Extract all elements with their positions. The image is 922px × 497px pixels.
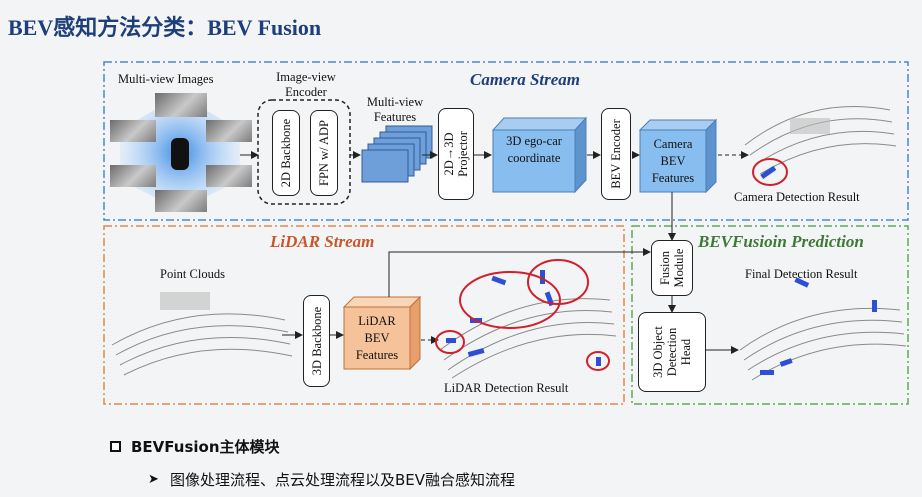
detection-head-label: 3D Object Detection Head [651, 326, 693, 378]
camera-stream-frame [103, 61, 909, 221]
ego-car-icon [171, 138, 189, 170]
fusion-module-box: Fusion Module [651, 240, 693, 296]
fpn-box: FPN w/ ADP [310, 110, 338, 196]
multi-view-images-label: Multi-view Images [118, 72, 214, 86]
lidar-bev-label: LiDAR BEV Features [355, 314, 399, 362]
highlight-circles [435, 158, 788, 371]
bullet-item: 图像处理流程、点云处理流程以及BEV融合感知流程 [170, 471, 516, 489]
camera-result-scan [744, 106, 897, 175]
bullet-arrow-icon: ➤ [148, 472, 159, 487]
camera-view-front [155, 93, 207, 117]
features-label: Multi-view Features [366, 95, 424, 124]
camera-view-right-1 [206, 120, 252, 142]
camera-stream-title: Camera Stream [470, 70, 581, 89]
bev-encoder-box: BEV Encoder [601, 108, 631, 200]
fpn-label: FPN w/ ADP [317, 120, 331, 186]
ego-car-label: 3D ego-car coordinate [506, 134, 562, 165]
backbone-3d-box: 3D Backbone [303, 295, 330, 387]
bullet-square [110, 441, 121, 452]
bullet-heading: BEVFusion主体模块 [131, 438, 280, 456]
fusion-module-label: Fusion Module [658, 248, 686, 288]
fusion-frame [631, 225, 909, 405]
point-clouds-label: Point Clouds [160, 267, 225, 281]
ego-car-cube [491, 116, 588, 194]
bev-encoder-label: BEV Encoder [609, 119, 623, 189]
camera-view-back [155, 190, 207, 212]
camera-view-left-1 [110, 120, 156, 142]
detection-head-box: 3D Object Detection Head [638, 312, 706, 392]
camera-view-left-2 [110, 165, 156, 187]
projector-box: 2D→3D Projector [438, 108, 474, 200]
multi-view-features-stack [361, 125, 433, 183]
lidar-bev-cube [342, 295, 422, 371]
final-detection-label: Final Detection Result [745, 267, 858, 281]
page-title: BEV感知方法分类：BEV Fusion [8, 15, 322, 40]
backbone-3d-label: 3D Backbone [309, 306, 324, 376]
projector-label: 2D→3D Projector [442, 131, 470, 177]
final-result-scan [739, 307, 907, 381]
backbone-2d-label: 2D Backbone [279, 118, 293, 188]
camera-bev-cube [638, 118, 718, 194]
encoder-label: Image-view Encoder [276, 70, 336, 99]
point-cloud-scan [111, 292, 293, 376]
camera-detection-label: Camera Detection Result [734, 190, 860, 204]
lidar-stream-title: LiDAR Stream [270, 232, 375, 251]
fusion-title: BEVFusioin Prediction [698, 232, 864, 251]
camera-view-right-2 [206, 165, 252, 187]
camera-bev-label: Camera BEV Features [651, 137, 695, 185]
lidar-stream-frame [103, 225, 625, 405]
lidar-detection-label: LiDAR Detection Result [444, 381, 569, 395]
encoder-group [257, 99, 351, 205]
backbone-2d-box: 2D Backbone [272, 110, 300, 196]
